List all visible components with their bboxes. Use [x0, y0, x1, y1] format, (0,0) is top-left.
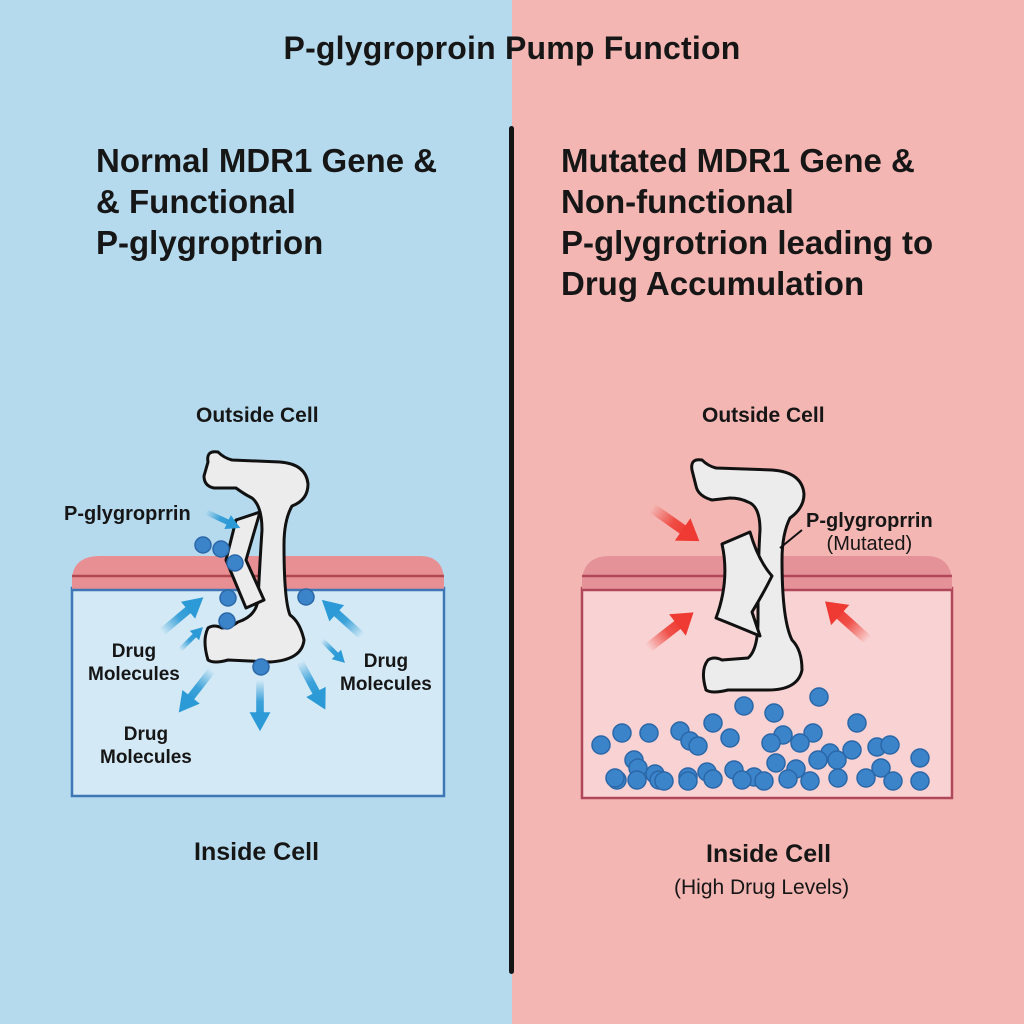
heading-line: Normal MDR1 Gene &	[96, 142, 438, 179]
diagram-title: P-glygroproin Pump Function	[283, 30, 741, 66]
drug-molecule	[847, 713, 867, 733]
label-leader-line	[779, 529, 803, 549]
drug-molecule	[703, 713, 723, 733]
mutated-protein-label: P-glygroprrin (Mutated)	[806, 510, 933, 555]
drug-molecule	[688, 736, 708, 756]
blocked-arrow	[644, 496, 708, 553]
drug-molecule	[842, 740, 862, 760]
drug-molecule	[627, 770, 647, 790]
drug-molecule	[654, 771, 674, 791]
heading-line: Mutated MDR1 Gene &	[561, 142, 915, 179]
drug-molecules-label: Drug Molecules	[88, 641, 180, 685]
drug-molecule	[827, 750, 847, 770]
mutated-outside-cell-label: Outside Cell	[702, 404, 825, 427]
mutated-panel-heading: Mutated MDR1 Gene & Non-functional P-gly…	[561, 140, 933, 304]
drug-molecule	[778, 769, 798, 789]
heading-line: P-glygroptrion	[96, 224, 324, 261]
drug-molecule	[856, 768, 876, 788]
normal-panel-heading: Normal MDR1 Gene & & Functional P-glygro…	[96, 140, 437, 263]
drug-molecule	[761, 733, 781, 753]
drug-molecule	[808, 750, 828, 770]
drug-molecule	[605, 768, 625, 788]
drug-molecule	[871, 758, 891, 778]
drug-molecule	[910, 748, 930, 768]
normal-p-glycoprotein	[202, 450, 310, 664]
drug-molecule	[720, 728, 740, 748]
drug-molecule	[226, 554, 244, 572]
drug-molecule	[612, 723, 632, 743]
mutated-p-glycoprotein	[690, 458, 806, 694]
heading-line: & Functional	[96, 183, 296, 220]
heading-line: P-glygrotrion leading to	[561, 224, 934, 261]
normal-protein-label: P-glygroprrin	[64, 503, 191, 525]
drug-molecule	[703, 769, 723, 789]
heading-line: Non-functional	[561, 183, 794, 220]
drug-molecule	[194, 536, 212, 554]
drug-molecule	[809, 687, 829, 707]
drug-molecule	[734, 696, 754, 716]
normal-inside-cell-label: Inside Cell	[194, 838, 320, 866]
heading-line: Drug Accumulation	[561, 265, 865, 302]
drug-molecule	[883, 771, 903, 791]
normal-drug-molecules	[194, 536, 315, 676]
accumulated-drug-molecules	[591, 687, 930, 791]
mutated-inside-cell-label: Inside Cell	[706, 840, 832, 868]
drug-molecule	[803, 723, 823, 743]
normal-outside-cell-label: Outside Cell	[196, 404, 319, 427]
drug-molecule	[678, 771, 698, 791]
drug-molecule	[591, 735, 611, 755]
drug-molecule	[910, 771, 930, 791]
drug-molecule	[828, 768, 848, 788]
drug-molecule	[218, 612, 236, 630]
drug-molecule	[800, 771, 820, 791]
drug-molecule	[297, 588, 315, 606]
drug-molecule	[880, 735, 900, 755]
high-drug-levels-label: (High Drug Levels)	[674, 876, 850, 899]
drug-molecules-label: Drug Molecules	[100, 724, 192, 768]
drug-molecule	[764, 703, 784, 723]
drug-molecule	[212, 540, 230, 558]
panel-divider	[509, 126, 514, 974]
drug-molecule	[639, 723, 659, 743]
drug-molecule	[766, 753, 786, 773]
drug-molecule	[219, 589, 237, 607]
drug-molecule	[732, 770, 752, 790]
drug-molecule	[252, 658, 270, 676]
drug-molecules-label: Drug Molecules	[340, 651, 432, 695]
drug-molecule	[790, 733, 810, 753]
drug-molecule	[754, 771, 774, 791]
